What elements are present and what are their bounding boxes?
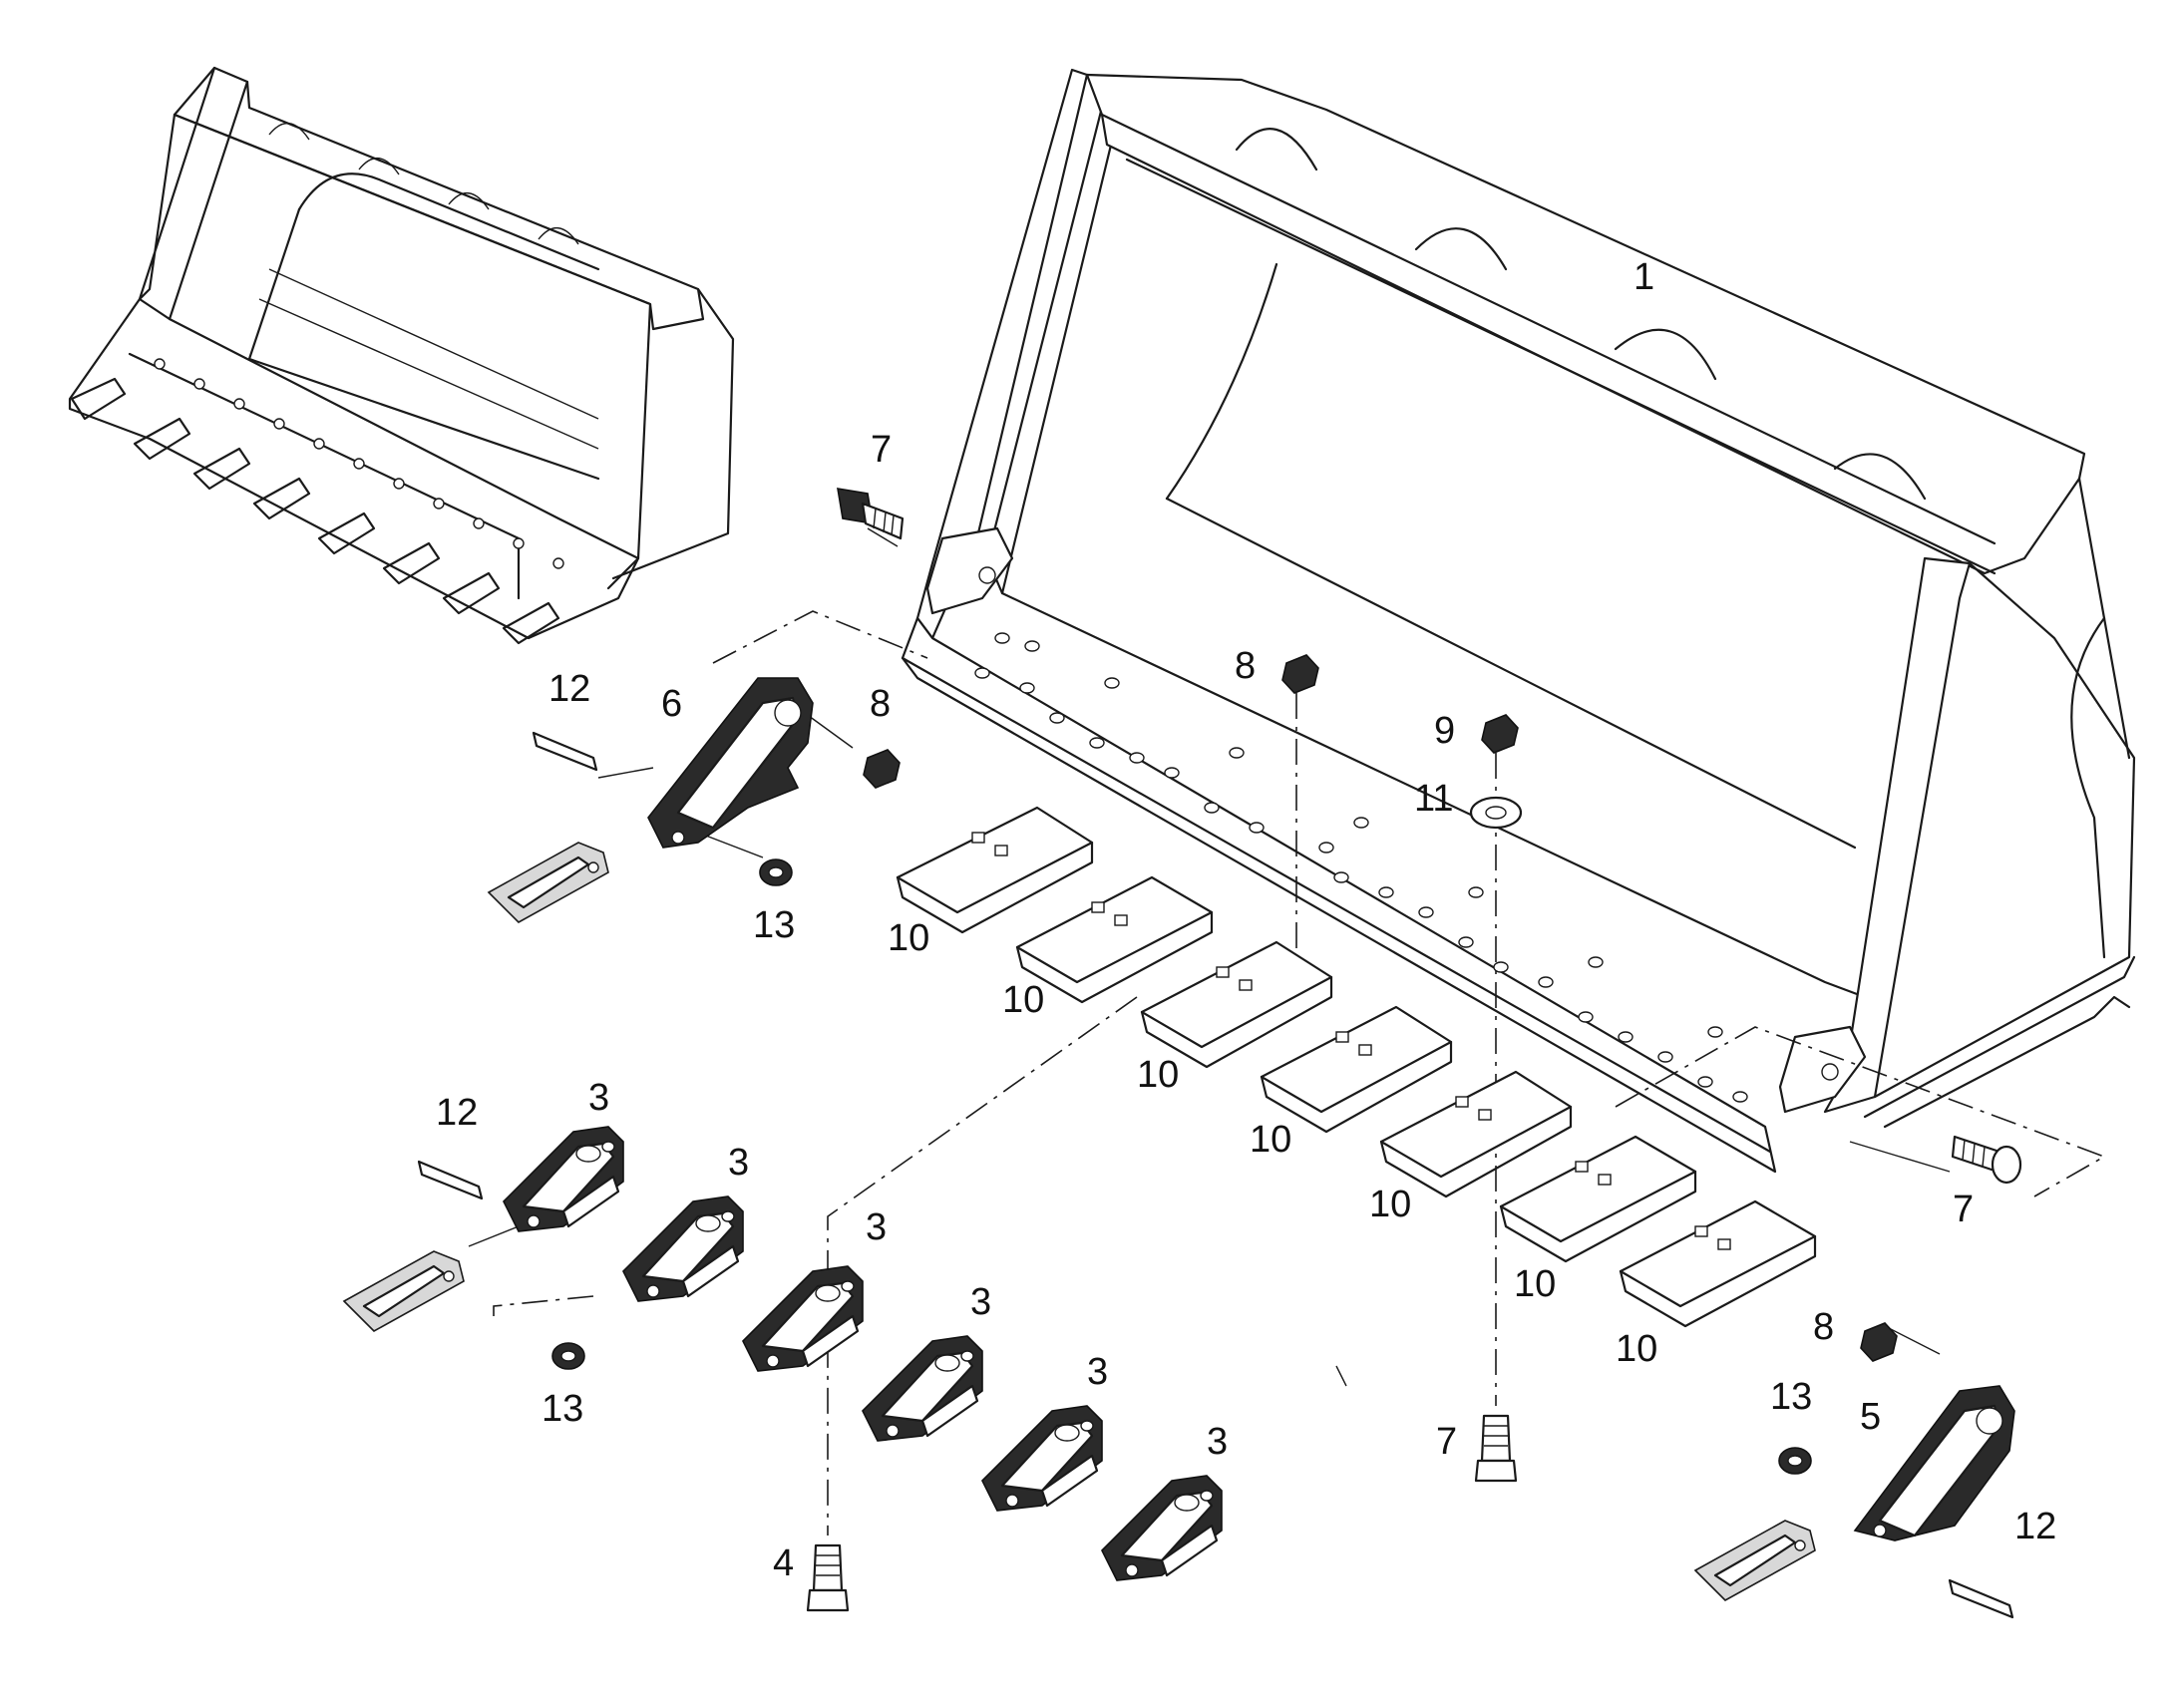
adapter-left xyxy=(647,677,814,849)
label-3: 3 xyxy=(588,1077,609,1119)
wear-plates xyxy=(896,806,1817,1328)
nuts xyxy=(863,654,1898,1362)
label-10: 10 xyxy=(1002,979,1044,1021)
label-7: 7 xyxy=(1436,1421,1457,1463)
label-3: 3 xyxy=(866,1206,887,1248)
bolt-bottom-7 xyxy=(1474,1414,1518,1483)
label-10: 10 xyxy=(1369,1184,1411,1225)
bolt-right xyxy=(1951,1135,2022,1185)
wear-plate xyxy=(1619,1199,1817,1328)
label-3: 3 xyxy=(1087,1351,1108,1393)
wear-plate xyxy=(1499,1135,1697,1263)
label-8: 8 xyxy=(1235,645,1256,687)
pins xyxy=(417,731,2014,1619)
label-8: 8 xyxy=(870,683,891,725)
label-10: 10 xyxy=(1137,1054,1179,1096)
label-7: 7 xyxy=(1953,1189,1974,1230)
retainers xyxy=(551,858,1812,1475)
preview-teeth xyxy=(70,358,564,645)
adapter-right xyxy=(1853,1385,2015,1541)
bolt-bottom-4 xyxy=(806,1543,850,1612)
callouts: 1 7 8 9 11 12 6 8 13 10 10 10 10 10 10 1… xyxy=(436,256,2056,1584)
label-8: 8 xyxy=(1813,1306,1834,1348)
label-13: 13 xyxy=(542,1388,583,1430)
bolt-left xyxy=(837,488,905,540)
label-1: 1 xyxy=(1634,256,1654,298)
label-12: 12 xyxy=(548,668,590,710)
label-12: 12 xyxy=(2014,1506,2056,1547)
label-10: 10 xyxy=(1250,1119,1291,1161)
adapters-middle xyxy=(502,1125,1224,1582)
label-3: 3 xyxy=(970,1281,991,1323)
label-13: 13 xyxy=(1770,1376,1812,1418)
label-10: 10 xyxy=(1616,1328,1657,1370)
lip-holes xyxy=(974,632,1748,1103)
label-12: 12 xyxy=(436,1092,478,1134)
assembled-bucket-preview xyxy=(68,66,735,645)
label-5: 5 xyxy=(1860,1396,1881,1438)
wear-plate xyxy=(1379,1070,1573,1198)
label-4: 4 xyxy=(773,1542,794,1584)
wear-plate xyxy=(1260,1005,1453,1134)
label-9: 9 xyxy=(1434,710,1455,752)
wear-plate xyxy=(1015,875,1214,1004)
bolts xyxy=(806,488,2022,1612)
label-10: 10 xyxy=(888,917,929,959)
label-6: 6 xyxy=(661,683,682,725)
label-13: 13 xyxy=(753,904,795,946)
main-bucket xyxy=(901,68,2136,1174)
label-7: 7 xyxy=(871,429,892,471)
rear-scallops xyxy=(1235,128,1927,501)
wear-plate xyxy=(896,806,1094,934)
wear-plate xyxy=(1140,940,1333,1069)
label-3: 3 xyxy=(1207,1421,1228,1463)
label-11: 11 xyxy=(1414,778,1453,820)
label-3: 3 xyxy=(728,1142,749,1184)
label-10: 10 xyxy=(1514,1263,1556,1305)
washer xyxy=(1469,796,1523,830)
